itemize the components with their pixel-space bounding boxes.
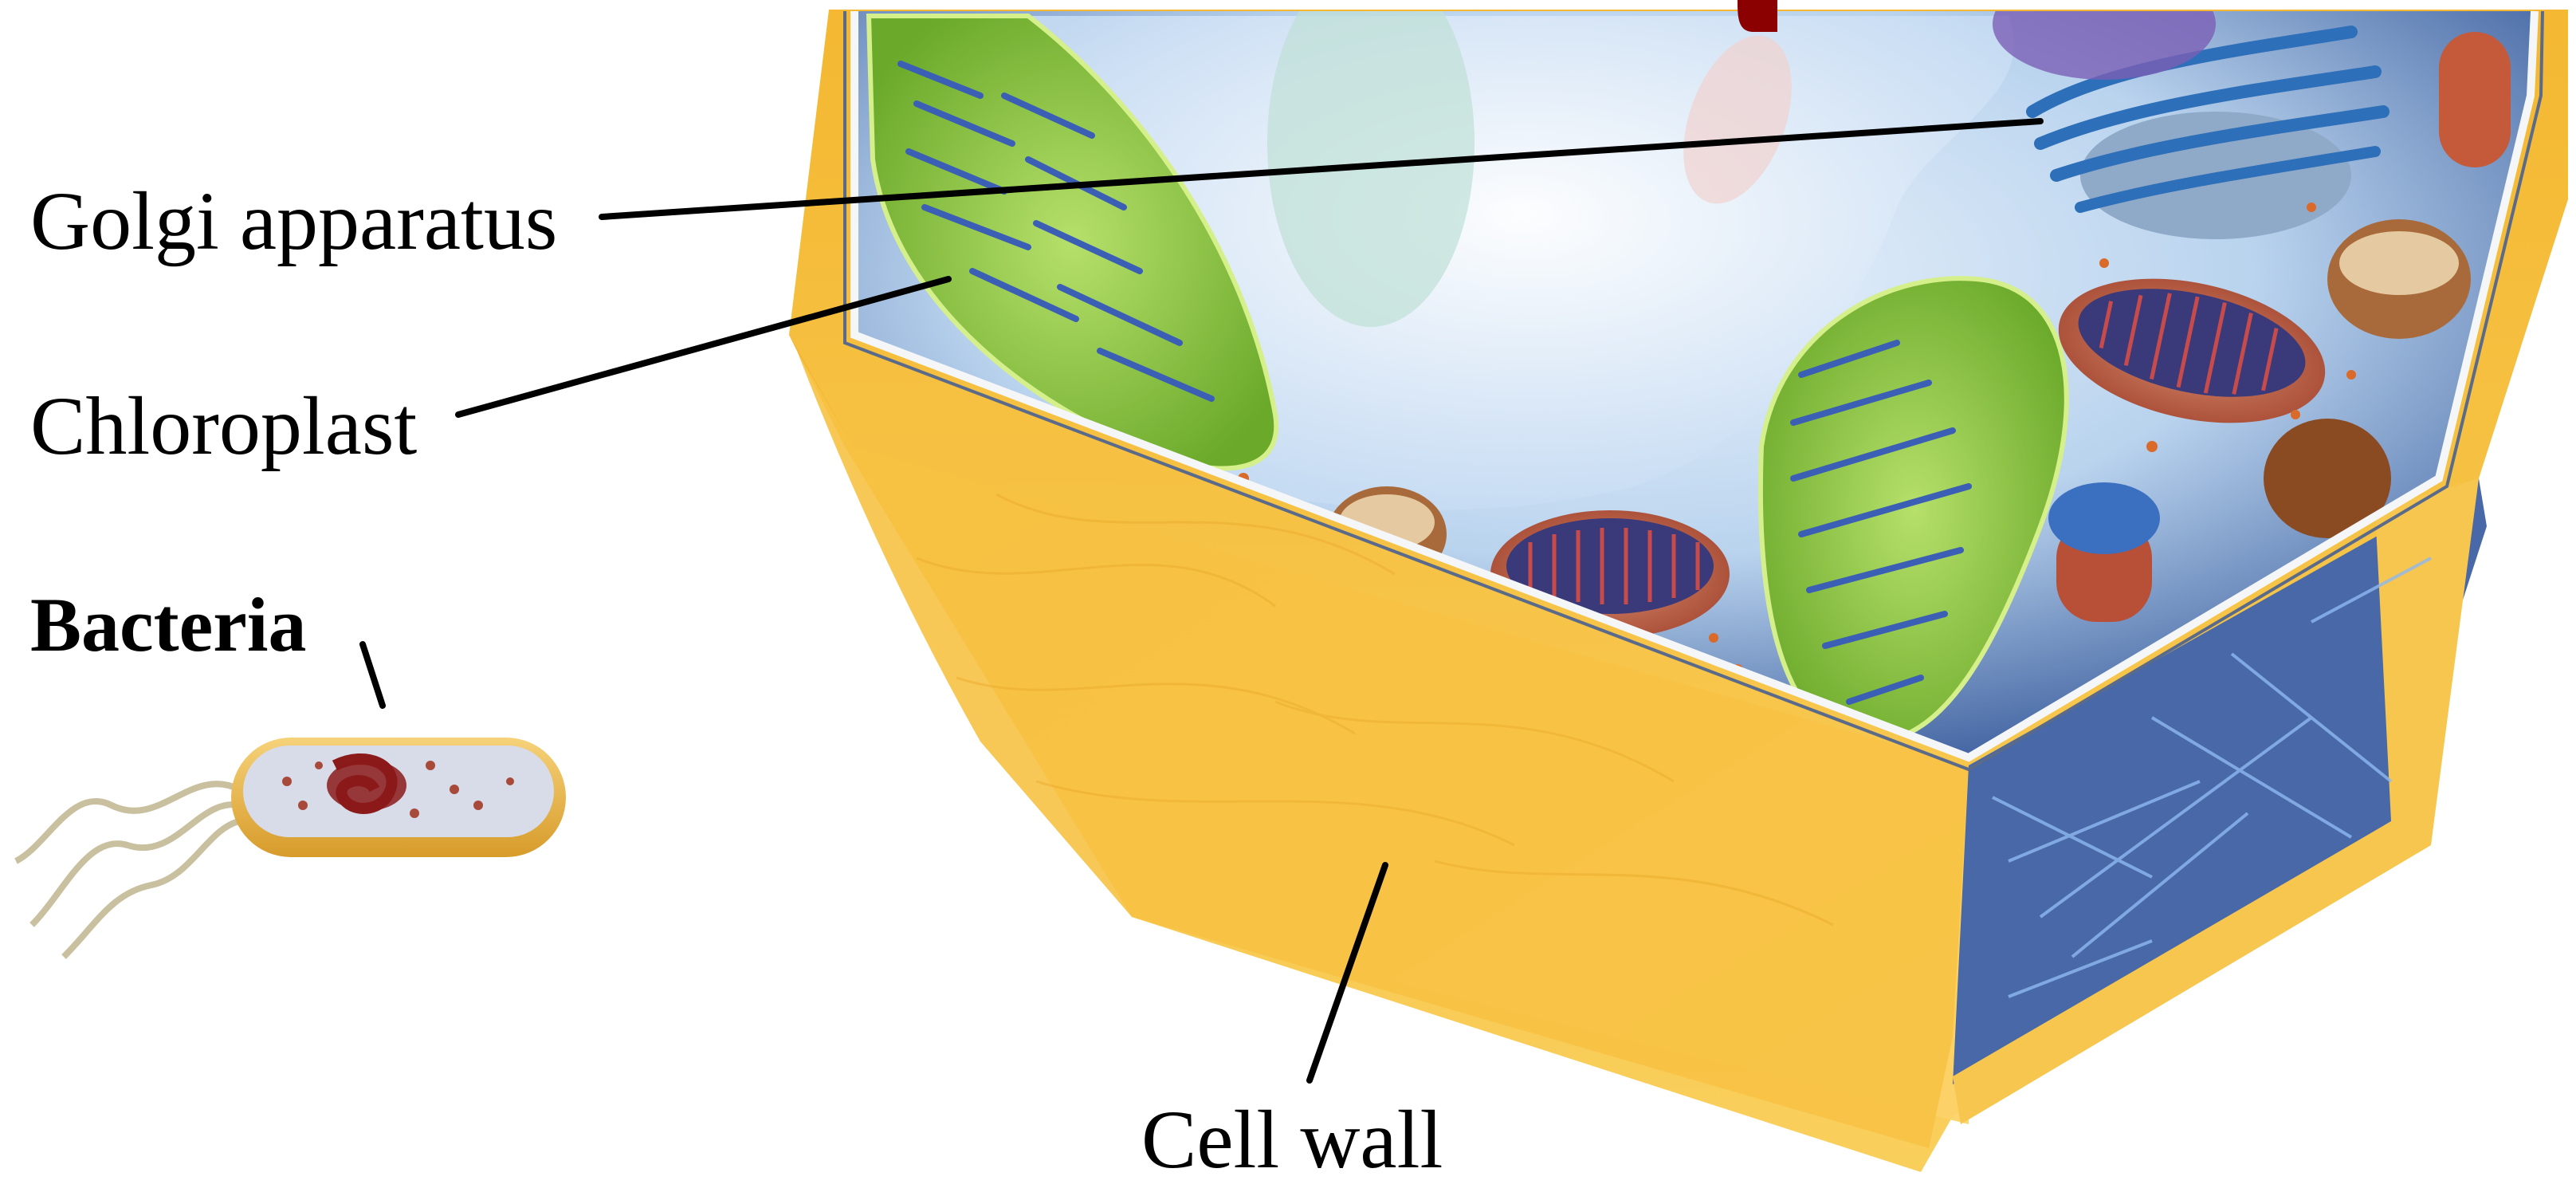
bacterium bbox=[16, 738, 566, 957]
cell-wall-label: Cell wall bbox=[1141, 1099, 1443, 1182]
bacteria-label: Bacteria bbox=[30, 587, 307, 663]
bacteria-leader-line bbox=[363, 644, 383, 706]
chloroplast-label: Chloroplast bbox=[30, 385, 417, 468]
golgi-apparatus-label: Golgi apparatus bbox=[30, 180, 557, 263]
title-fragment bbox=[1738, 0, 1777, 32]
